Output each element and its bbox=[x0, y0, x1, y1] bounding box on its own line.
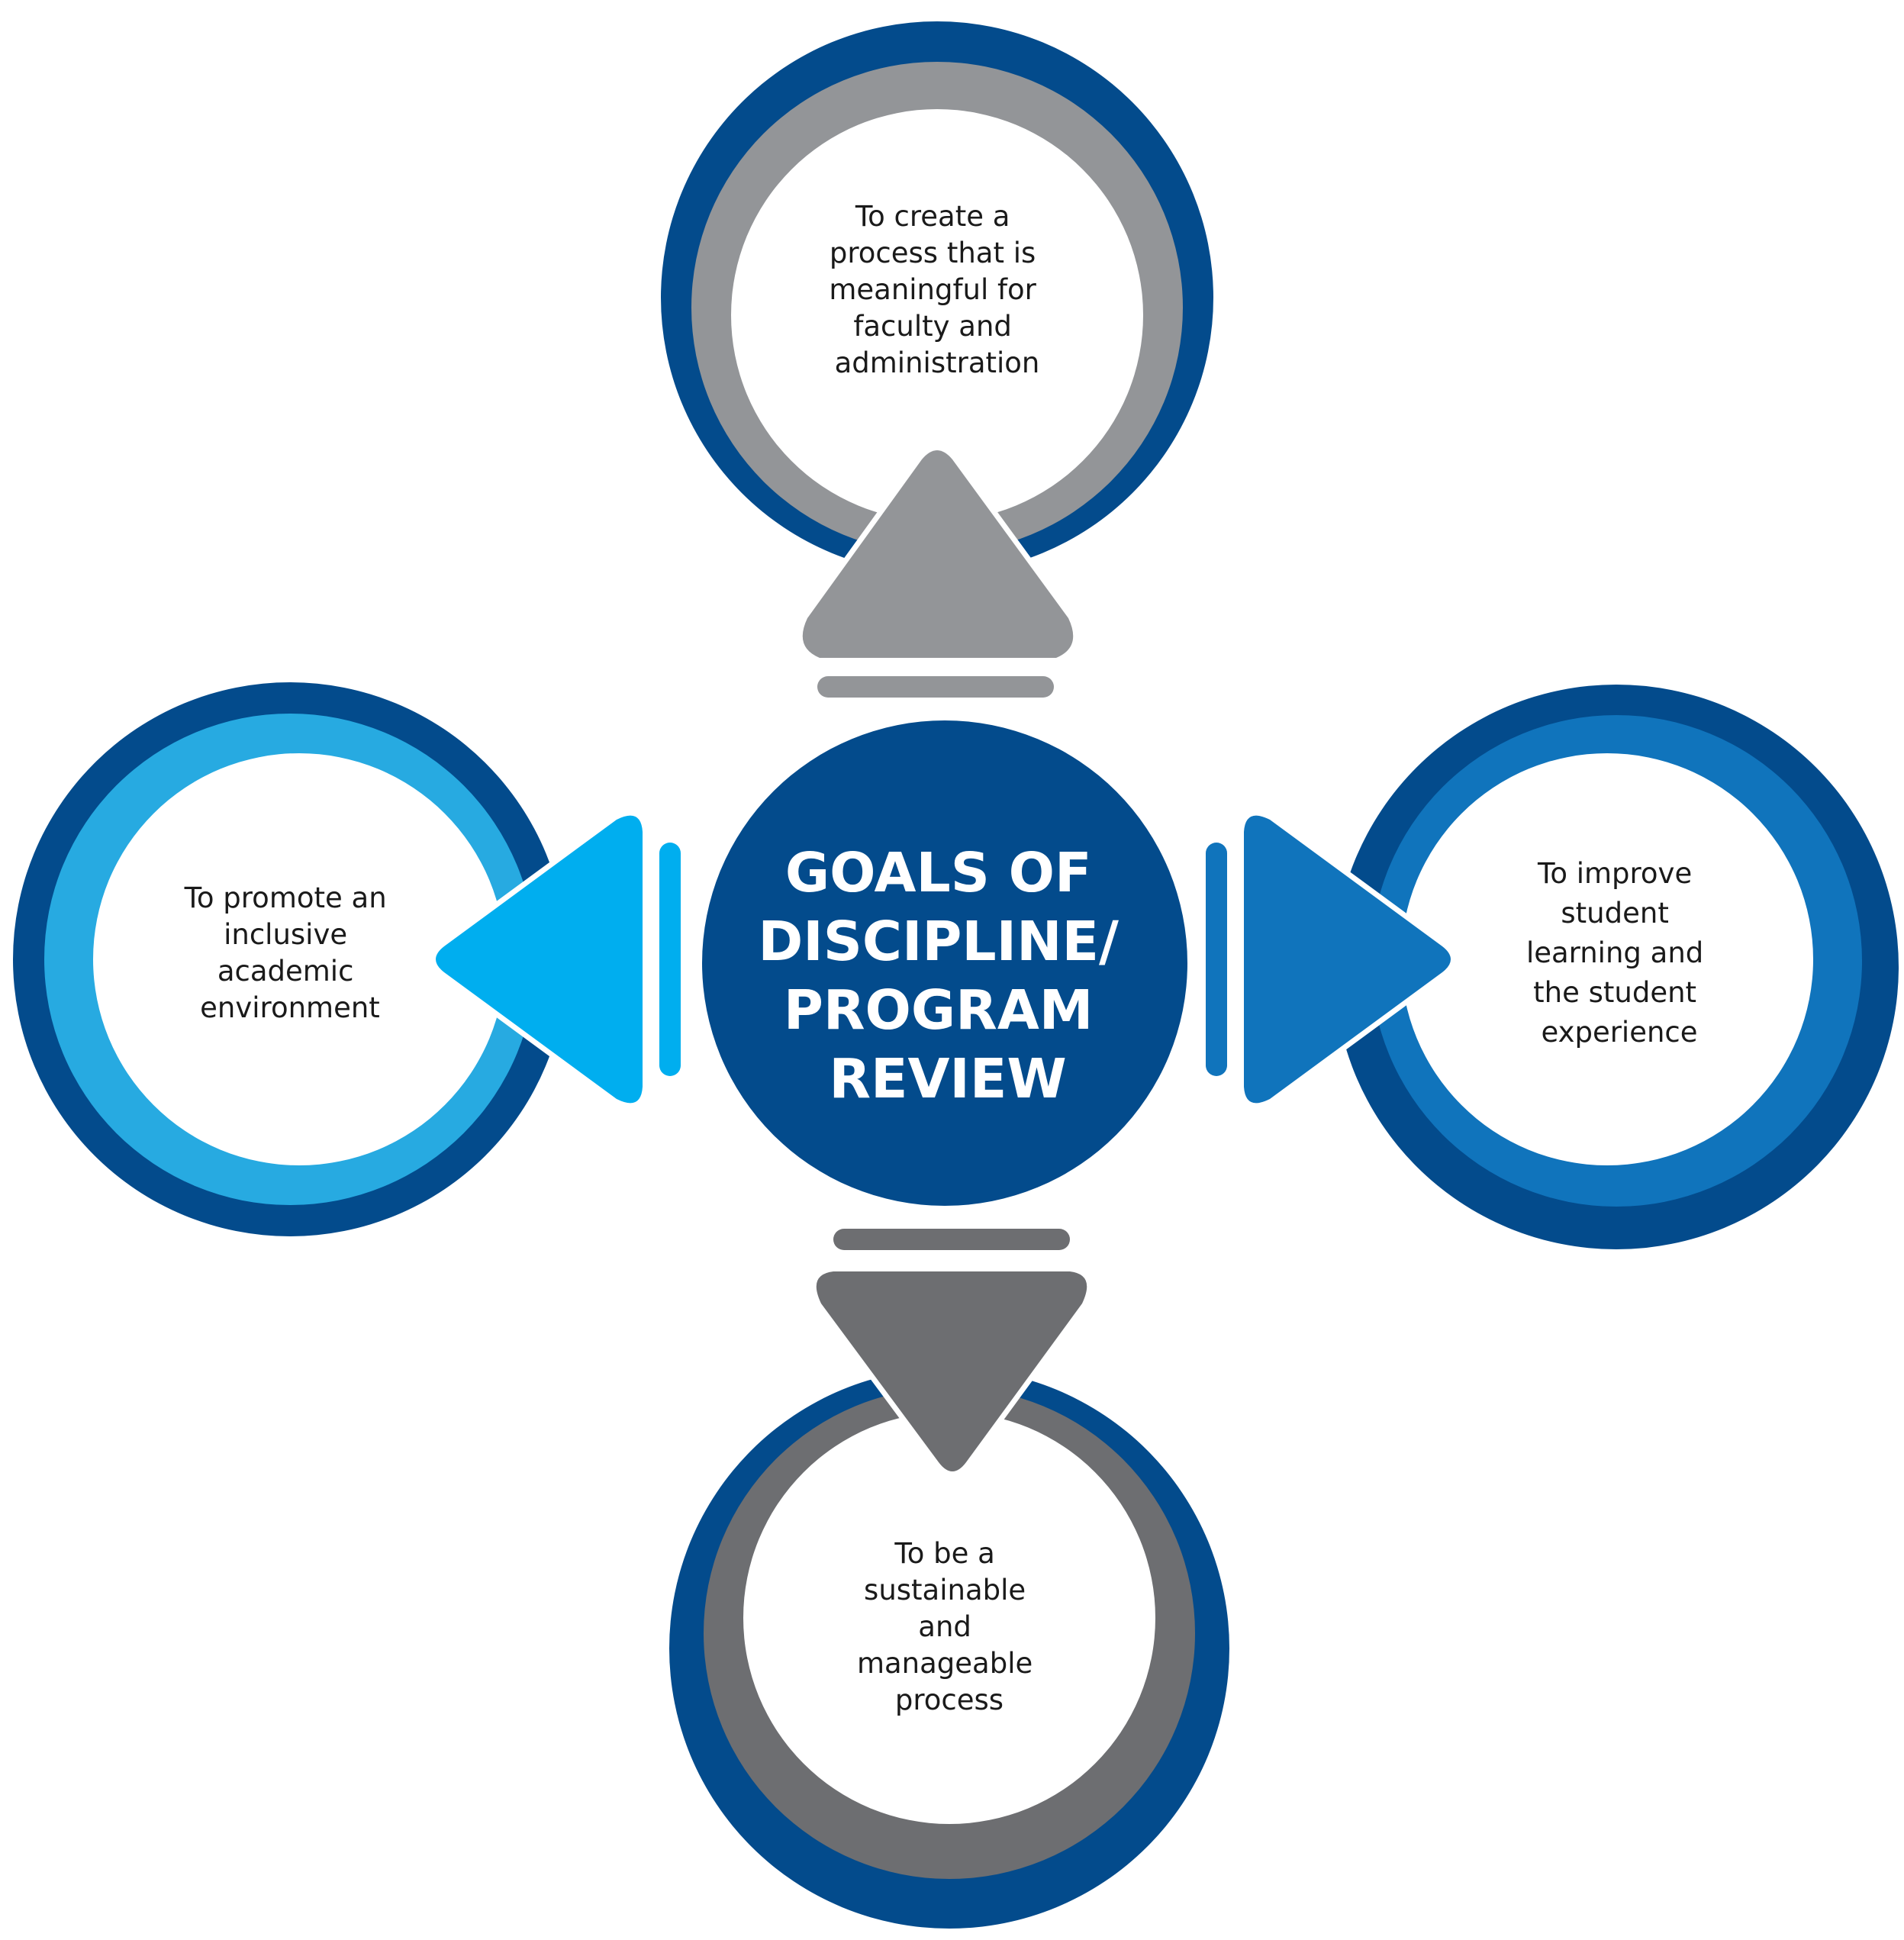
arrow-right-icon bbox=[1239, 810, 1456, 1109]
goal-right-text: To improve student learning and the stud… bbox=[1526, 857, 1712, 1049]
goal-bottom-text: To be a sustainable and manageable proce… bbox=[857, 1537, 1042, 1716]
arrow-left-group bbox=[430, 810, 681, 1109]
center-title: GOALS OF DISCIPLINE/ PROGRAM REVIEW bbox=[758, 841, 1137, 1110]
arrow-bottom-bar bbox=[833, 1229, 1070, 1250]
arrow-right-group bbox=[1206, 810, 1456, 1109]
arrow-top-bar bbox=[817, 676, 1054, 698]
goal-bottom-line: manageable bbox=[857, 1647, 1033, 1680]
goal-left-line: academic bbox=[217, 955, 354, 988]
goal-top-content-circle bbox=[731, 109, 1143, 521]
center-title-line: PROGRAM bbox=[784, 978, 1094, 1042]
goal-right: To improve student learning and the stud… bbox=[1334, 685, 1899, 1249]
arrow-up-icon bbox=[797, 445, 1079, 663]
goal-top-line: To create a bbox=[855, 200, 1010, 233]
center-title-line: DISCIPLINE/ bbox=[758, 910, 1119, 973]
goal-right-line: experience bbox=[1541, 1016, 1697, 1049]
goal-right-line: To improve bbox=[1537, 857, 1692, 890]
goal-bottom: To be a sustainable and manageable proce… bbox=[669, 1368, 1229, 1929]
arrow-right-bar bbox=[1206, 843, 1227, 1076]
goal-top: To create a process that is meaningful f… bbox=[661, 21, 1213, 574]
goal-top-line: administration bbox=[835, 346, 1040, 379]
goal-left: To promote an inclusive academic environ… bbox=[13, 682, 567, 1236]
goal-right-line: learning and bbox=[1526, 936, 1703, 969]
center-title-line: GOALS OF bbox=[785, 841, 1092, 904]
center-node: GOALS OF DISCIPLINE/ PROGRAM REVIEW bbox=[702, 720, 1187, 1206]
goal-left-text: To promote an inclusive academic environ… bbox=[184, 881, 396, 1024]
arrow-left-bar bbox=[659, 843, 681, 1076]
goal-bottom-line: and bbox=[918, 1610, 971, 1643]
goal-right-line: the student bbox=[1533, 976, 1696, 1009]
arrow-down-icon bbox=[810, 1266, 1093, 1477]
goal-top-text: To create a process that is meaningful f… bbox=[829, 200, 1045, 379]
goal-top-line: process that is bbox=[830, 237, 1036, 269]
arrow-bottom-group bbox=[810, 1229, 1093, 1477]
goal-bottom-line: sustainable bbox=[864, 1574, 1026, 1606]
goal-left-line: environment bbox=[200, 991, 380, 1024]
arrow-left-icon bbox=[430, 810, 648, 1109]
goal-left-content-circle bbox=[93, 753, 505, 1165]
goal-bottom-line: To be a bbox=[894, 1537, 994, 1570]
goal-top-line: faculty and bbox=[853, 310, 1012, 343]
goal-left-line: inclusive bbox=[224, 918, 347, 951]
goal-left-line: To promote an bbox=[184, 881, 387, 914]
goal-right-content-circle bbox=[1401, 753, 1813, 1165]
goal-bottom-line: process bbox=[895, 1684, 1004, 1716]
goal-right-line: student bbox=[1561, 897, 1668, 930]
arrow-top-group bbox=[797, 445, 1079, 698]
goal-bottom-content-circle bbox=[743, 1412, 1155, 1824]
center-title-line: REVIEW bbox=[829, 1047, 1066, 1110]
center-circle bbox=[702, 720, 1187, 1206]
goal-top-line: meaningful for bbox=[829, 273, 1036, 306]
